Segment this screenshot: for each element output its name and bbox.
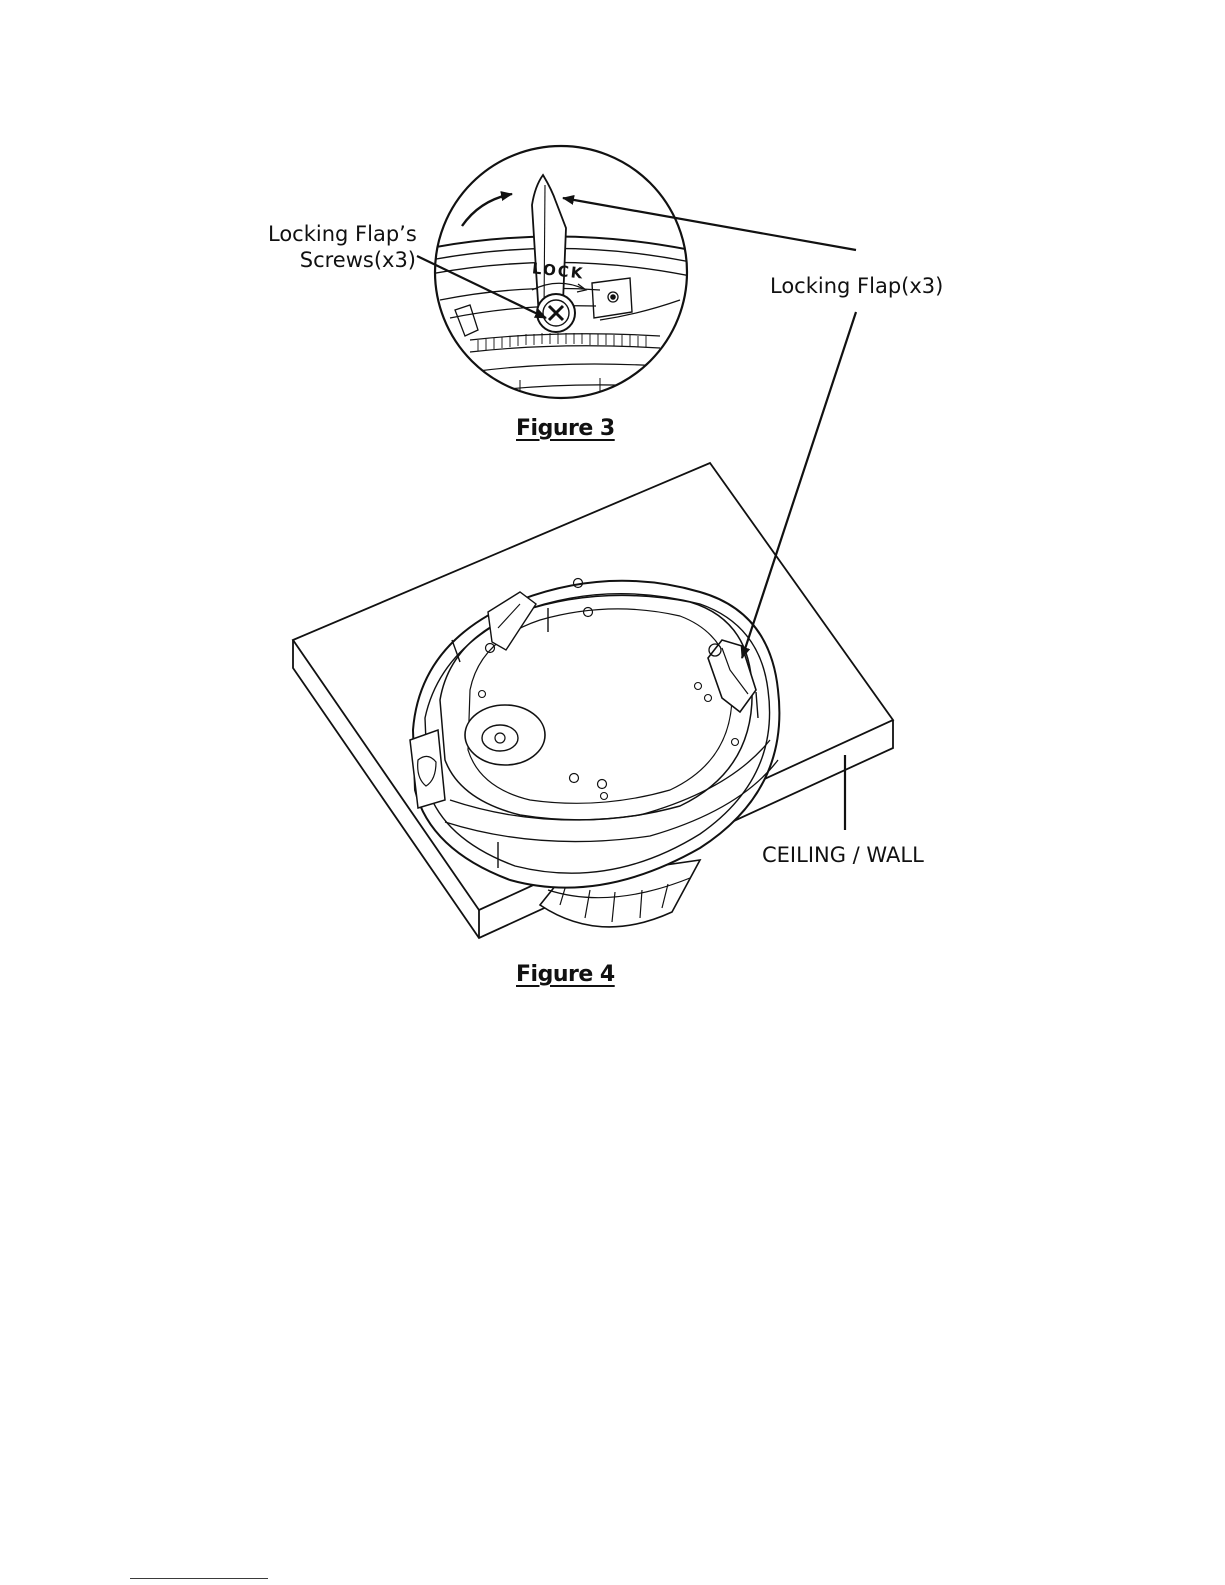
locking-flap-callout-label: Locking Flap(x3) <box>770 273 943 299</box>
figure4-caption: Figure 4 <box>516 962 615 987</box>
lock-engraving-text: LOCK <box>531 255 586 286</box>
screws-callout-line1: Locking Flap’s <box>268 221 416 247</box>
screws-callout-label: Locking Flap’s Screws(x3) <box>268 221 416 273</box>
figure3-caption: Figure 3 <box>516 416 615 441</box>
ceiling-wall-label: CEILING / WALL <box>762 842 924 868</box>
footer-rule <box>130 1578 268 1579</box>
screws-callout-line2: Screws(x3) <box>268 247 416 273</box>
